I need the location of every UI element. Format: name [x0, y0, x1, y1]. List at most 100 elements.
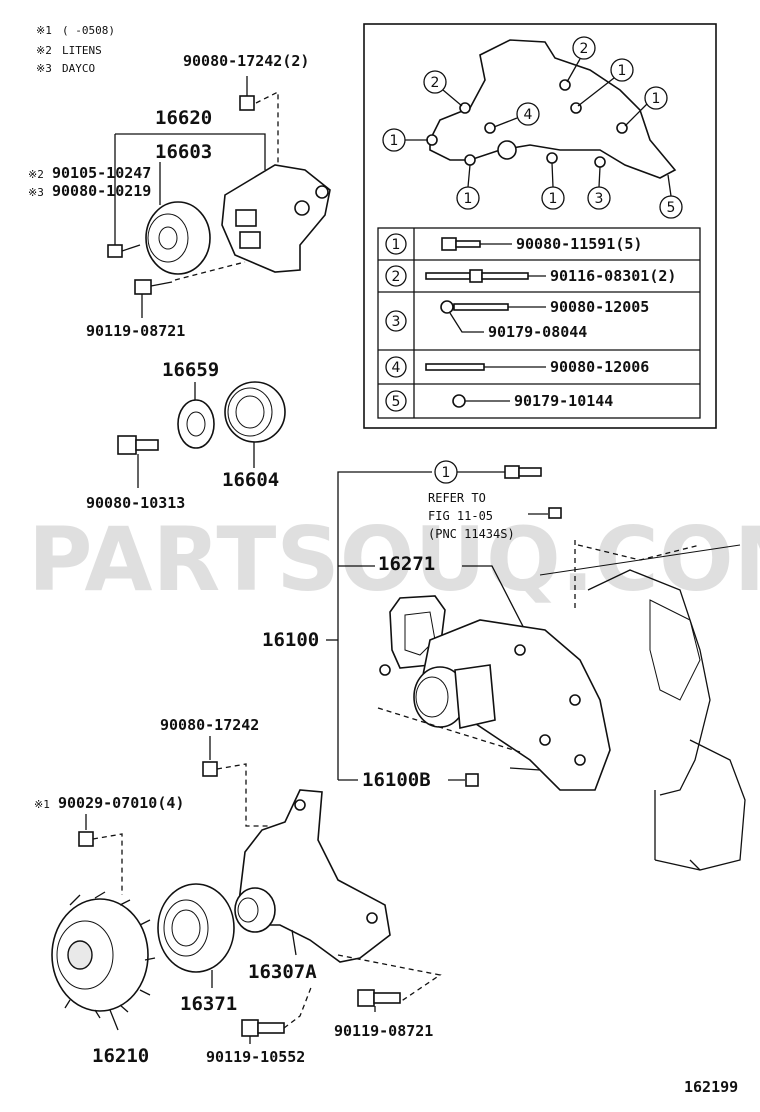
callout-3[interactable]: 3	[587, 166, 611, 210]
legend-row-1[interactable]: 1 90080-11591(5)	[385, 233, 642, 255]
callout-1-d[interactable]: 1	[456, 164, 480, 210]
bolt-icon	[357, 989, 375, 1007]
refer-line-2: FIG 11-05	[428, 509, 493, 523]
callout-4[interactable]: 4	[493, 102, 540, 128]
bolt-icon	[548, 507, 562, 519]
mark-2: ※2	[28, 168, 44, 181]
part-label-90119-08721-bottom[interactable]: 90119-08721	[334, 1022, 433, 1040]
fan-bracket-assembly: 90080-17242 ※1 90029-07010(4) 16210 1637…	[34, 716, 442, 1067]
svg-text:4: 4	[392, 360, 401, 376]
engine-block-outline	[587, 569, 711, 796]
stud-icon	[425, 363, 485, 371]
bolt-icon	[134, 279, 152, 295]
note-2-mark: ※2	[36, 44, 52, 57]
note-3-mark: ※3	[36, 62, 52, 75]
part-label-90080-17242[interactable]: 90080-17242	[160, 716, 259, 734]
part-label-16210[interactable]: 16210	[92, 1045, 149, 1067]
svg-text:1: 1	[442, 465, 451, 481]
part-label-16371[interactable]: 16371	[180, 993, 237, 1015]
part-label-16659[interactable]: 16659	[162, 359, 219, 381]
legend-row-3[interactable]: 3 90080-12005 90179-08044	[385, 298, 649, 341]
watermark: PARTSOUQ.COM	[28, 508, 760, 611]
refer-line-3: (PNC 11434S)	[428, 527, 515, 541]
bolt-icon	[117, 435, 137, 455]
part-label-16100[interactable]: 16100	[262, 629, 319, 651]
svg-text:5: 5	[667, 200, 676, 216]
bolt-icon	[239, 95, 255, 111]
part-label-16307A[interactable]: 16307A	[248, 961, 317, 983]
part-label-16271[interactable]: 16271	[378, 553, 435, 575]
svg-text:3: 3	[595, 191, 604, 207]
plug-icon	[465, 773, 479, 787]
fan-pulley-icon	[157, 883, 235, 973]
svg-text:2: 2	[580, 41, 589, 57]
part-label-16603[interactable]: 16603	[155, 141, 212, 163]
timing-cover-icon	[429, 39, 677, 179]
callout-1-pump[interactable]: 1	[434, 460, 458, 484]
bolt-icon	[441, 237, 457, 251]
legend-row-5[interactable]: 5 90179-10144	[385, 390, 613, 412]
part-label-90080-10313[interactable]: 90080-10313	[86, 494, 185, 512]
svg-text:1: 1	[652, 91, 661, 107]
note-1-text: ( -0508)	[62, 24, 115, 37]
callout-1-c[interactable]: 1	[382, 128, 428, 152]
legend-part-2: 90116-08301(2)	[550, 267, 676, 285]
part-label-16620[interactable]: 16620	[155, 107, 212, 129]
part-label-90080-10219[interactable]: 90080-10219	[52, 182, 151, 200]
legend-part-3b: 90179-08044	[488, 323, 587, 341]
tensioner-assembly: 90080-17242(2) 16620 16603 ※2 90105-1024…	[28, 52, 331, 340]
water-pump-assembly: 1 REFER TO FIG 11-05 (PNC 11434S) 16271 …	[262, 460, 746, 871]
note-1-mark: ※1	[36, 24, 52, 37]
idler-pulley-icon	[145, 201, 211, 275]
pulley-icon	[224, 381, 286, 443]
mark-3: ※3	[28, 186, 44, 199]
part-label-16604[interactable]: 16604	[222, 469, 279, 491]
bolt-icon	[504, 465, 520, 479]
callout-5[interactable]: 5	[659, 174, 683, 219]
svg-text:3: 3	[392, 314, 401, 330]
svg-text:2: 2	[431, 75, 440, 91]
fan-clutch-icon	[51, 898, 149, 1012]
svg-text:1: 1	[390, 133, 399, 149]
part-label-90029-07010[interactable]: 90029-07010(4)	[58, 794, 184, 812]
mark-1: ※1	[34, 798, 50, 811]
part-label-16100B[interactable]: 16100B	[362, 769, 431, 791]
callout-2-b[interactable]: 2	[566, 36, 596, 83]
part-label-90119-10552[interactable]: 90119-10552	[206, 1048, 305, 1066]
legend-part-4: 90080-12006	[550, 358, 649, 376]
note-3-text: DAYCO	[62, 62, 95, 75]
svg-text:1: 1	[464, 191, 473, 207]
callout-2-a[interactable]: 2	[423, 70, 463, 107]
bolt-icon	[241, 1019, 259, 1037]
svg-text:1: 1	[549, 191, 558, 207]
stud-bolt-icon	[469, 269, 483, 283]
svg-text:5: 5	[392, 394, 401, 410]
part-label-90080-17242-2[interactable]: 90080-17242(2)	[183, 52, 309, 70]
callout-1-b[interactable]: 1	[624, 86, 668, 127]
pulley-16604-group: 16659 16604 90080-10313	[86, 359, 286, 512]
legend-part-1: 90080-11591(5)	[516, 235, 642, 253]
part-label-90105-10247[interactable]: 90105-10247	[52, 164, 151, 182]
part-label-90119-08721-top[interactable]: 90119-08721	[86, 322, 185, 340]
bolt-icon	[107, 244, 123, 258]
legend-part-5: 90179-10144	[514, 392, 613, 410]
callout-1-e[interactable]: 1	[541, 162, 565, 210]
note-2-text: LITENS	[62, 44, 102, 57]
footnotes: ※1 ( -0508) ※2 LITENS ※3 DAYCO	[36, 24, 115, 75]
cover-plate-icon	[177, 399, 215, 449]
nut-icon	[202, 761, 218, 777]
bolt-legend-table: 1 90080-11591(5) 2 90116-08301(2) 3	[377, 227, 701, 419]
refer-line-1: REFER TO	[428, 491, 486, 505]
svg-text:2: 2	[392, 269, 401, 285]
legend-row-4[interactable]: 4 90080-12006	[385, 356, 649, 378]
legend-part-3: 90080-12005	[550, 298, 649, 316]
nut-icon	[452, 394, 466, 408]
svg-text:4: 4	[524, 107, 533, 123]
legend-row-2[interactable]: 2 90116-08301(2)	[385, 265, 676, 287]
callout-1-a[interactable]: 1	[577, 58, 634, 107]
fan-bracket-icon	[237, 789, 391, 963]
svg-text:1: 1	[618, 63, 627, 79]
bolt-inset-panel: 2 2 1 1 4 1 1	[363, 23, 717, 429]
